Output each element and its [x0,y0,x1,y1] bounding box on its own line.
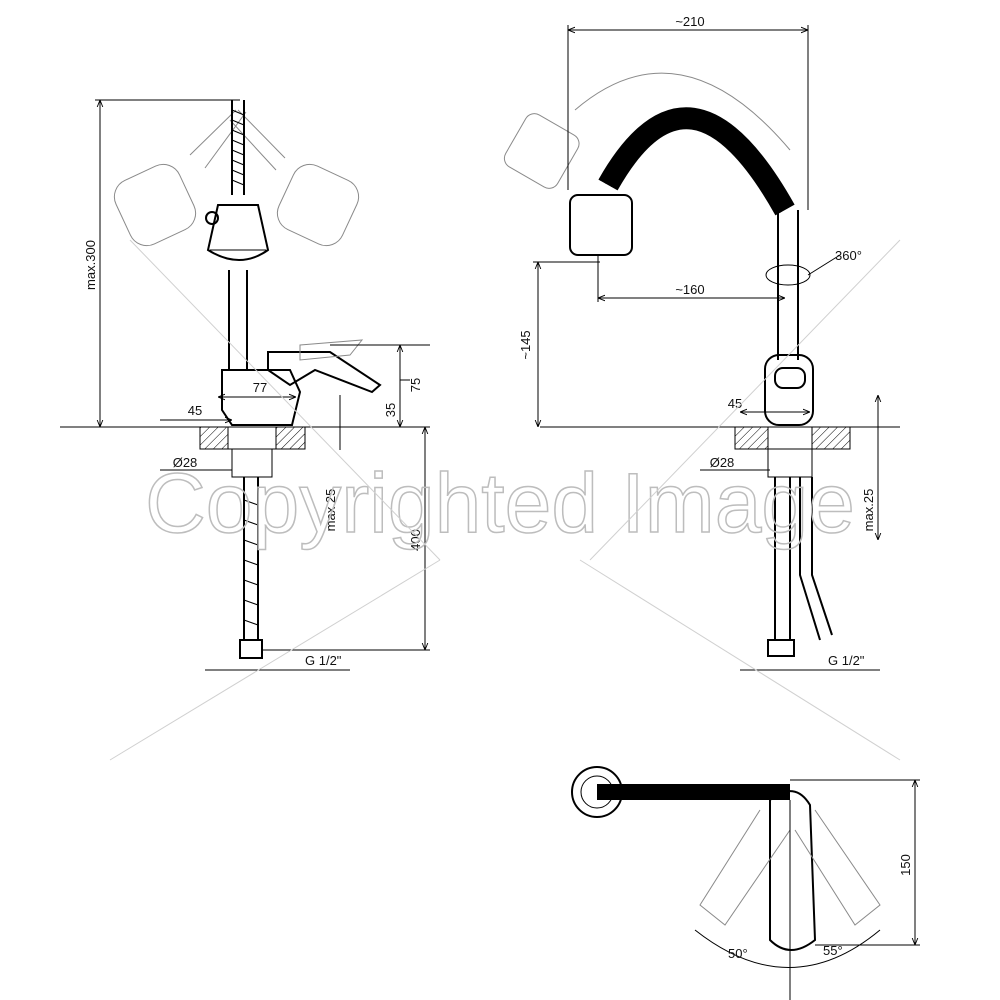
watermark-lines [109,239,901,761]
dim-diameter-right: Ø28 [710,455,735,470]
dim-reach-total: ~210 [675,14,704,29]
dim-thread-max: max.25 [323,489,338,532]
dim-rotation: 360° [835,248,862,263]
dim-base-width: 45 [188,403,202,418]
dim-angle-right: 55° [823,943,843,958]
dim-depth: 150 [898,854,913,876]
spout-head [569,194,633,256]
dim-spout-height: ~145 [518,330,533,359]
mixer-body [221,369,302,426]
dim-handle-offset: 35 [383,403,398,417]
watermark: Copyrighted Image [145,456,855,550]
dim-thread-right: G 1/2" [828,653,865,668]
dim-reach-spout: ~160 [675,282,704,297]
side-view: ~210 360° ~160 ~145 45 Ø28 max.25 G 1/2" [503,14,900,671]
dim-body-width: 77 [253,380,267,395]
lever-handle [267,351,382,394]
dim-max-height: max.300 [83,240,98,290]
dim-thread: G 1/2" [305,653,342,668]
spray-head [206,204,270,261]
dim-diameter: Ø28 [173,455,198,470]
top-view: 150 50° 55° [571,766,920,1000]
dim-angle-left: 50° [728,946,748,961]
dim-handle-height: 75 [408,378,423,392]
dim-hose-length: 400 [408,529,423,551]
dim-thread-max-right: max.25 [861,489,876,532]
front-view: max.300 77 45 75 35 Ø28 max.25 400 G 1/2… [60,99,430,671]
dim-base-width-right: 45 [728,396,742,411]
ghost-spray-heads [113,109,360,247]
